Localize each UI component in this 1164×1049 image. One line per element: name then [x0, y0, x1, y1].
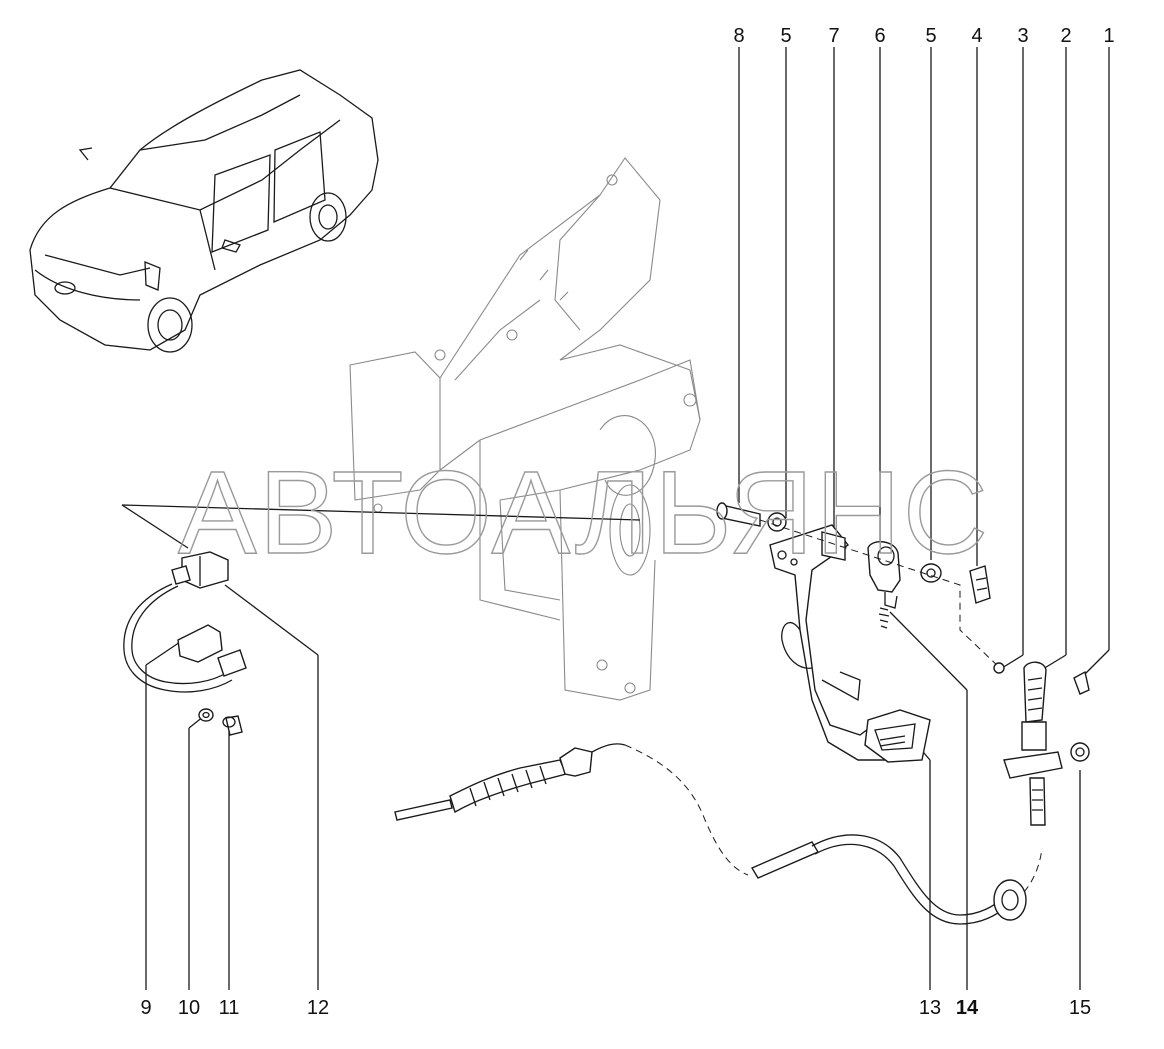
pedal-bracket	[349, 157, 701, 701]
callout-3: 3	[1017, 25, 1028, 47]
callout-2: 2	[1060, 25, 1071, 47]
callout-5-right: 5	[925, 25, 936, 47]
car-thumbnail	[29, 69, 379, 353]
watermark-text: АВТОАЛЬЯНС	[178, 447, 990, 579]
leader-lines	[121, 47, 1110, 990]
callout-labels: 8 5 7 6 5 4 3 2 1 9 10 11 12 13 14 15	[140, 25, 1114, 1019]
callout-9: 9	[140, 997, 151, 1019]
callout-15: 15	[1069, 997, 1091, 1019]
callout-11: 11	[219, 997, 240, 1019]
callout-1: 1	[1103, 25, 1114, 47]
clutch-cable	[394, 743, 1043, 925]
callout-14: 14	[956, 997, 979, 1019]
clutch-pedal	[769, 524, 931, 763]
callout-10: 10	[178, 997, 200, 1019]
pivot-hardware	[716, 502, 1001, 669]
callout-8: 8	[733, 25, 744, 47]
switch-harness	[123, 551, 247, 736]
cable-fitting	[993, 661, 1090, 826]
callout-12: 12	[307, 997, 329, 1019]
callout-6: 6	[874, 25, 885, 47]
callout-4: 4	[971, 25, 982, 47]
callout-7: 7	[828, 25, 839, 47]
callout-5-left: 5	[780, 25, 791, 47]
callout-13: 13	[919, 997, 941, 1019]
